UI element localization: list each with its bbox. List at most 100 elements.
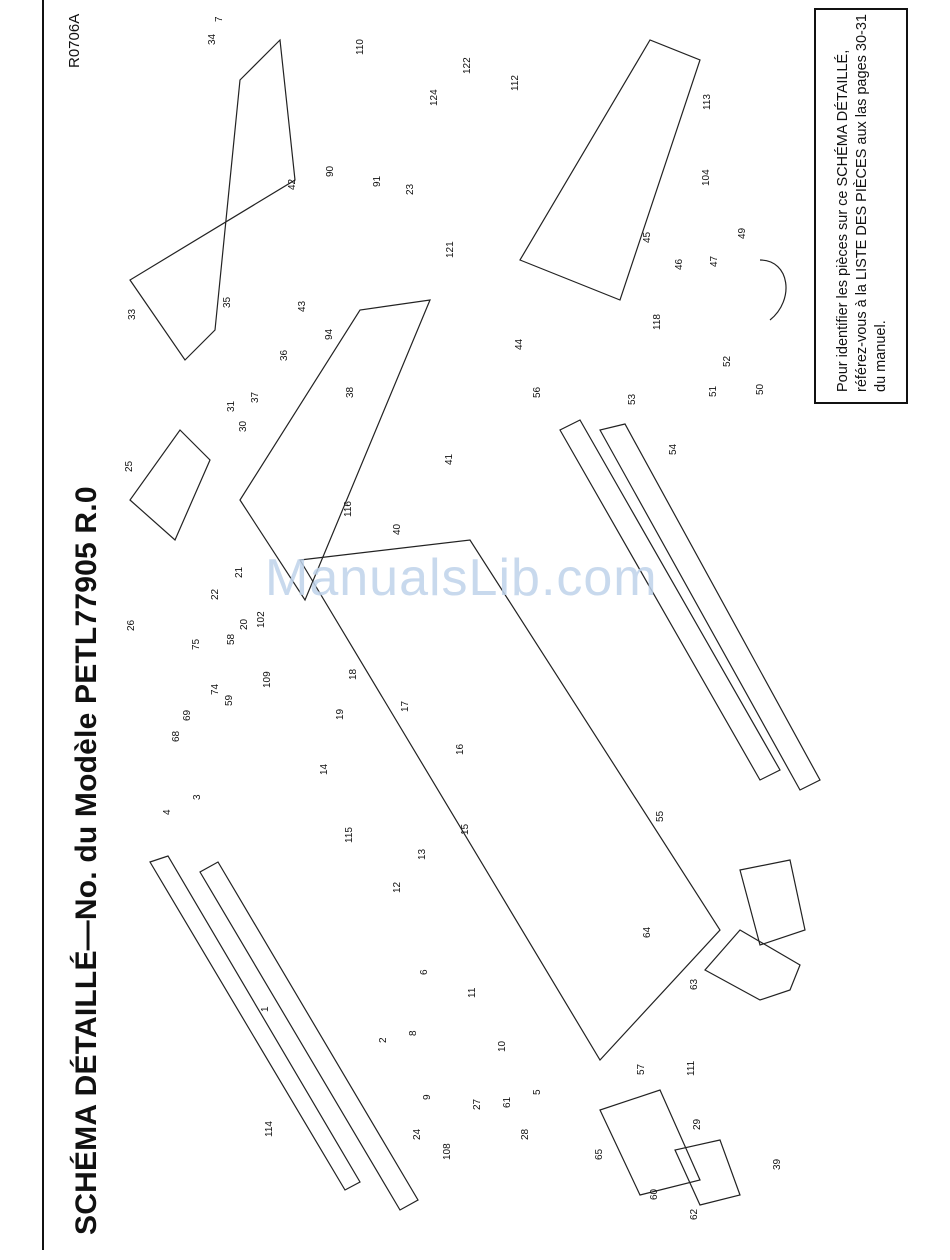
part-label-69: 69 — [182, 709, 193, 721]
part-label-61: 61 — [502, 1096, 513, 1108]
part-label-49: 49 — [737, 227, 748, 239]
part-label-34: 34 — [207, 33, 218, 45]
part-label-58: 58 — [226, 633, 237, 645]
part-label-118: 118 — [652, 314, 663, 330]
frame-upright — [239, 299, 431, 602]
part-label-64: 64 — [642, 926, 653, 938]
part-label-4: 4 — [162, 809, 173, 815]
part-label-26: 26 — [126, 619, 137, 631]
part-label-59: 59 — [224, 694, 235, 706]
part-label-75: 75 — [191, 638, 202, 650]
part-label-28: 28 — [520, 1128, 531, 1140]
part-label-113: 113 — [702, 94, 713, 110]
left-rail-shape — [149, 855, 361, 1191]
part-label-52: 52 — [722, 355, 733, 367]
part-label-57: 57 — [636, 1063, 647, 1075]
part-label-33: 33 — [127, 308, 138, 320]
part-label-104: 104 — [701, 169, 712, 186]
part-label-37: 37 — [250, 391, 261, 403]
part-label-21: 21 — [234, 566, 245, 578]
part-label-25: 25 — [124, 460, 135, 472]
part-label-23: 23 — [405, 183, 416, 195]
part-label-17: 17 — [400, 700, 411, 712]
part-label-46: 46 — [674, 258, 685, 270]
part-label-43: 43 — [297, 300, 308, 312]
part-label-50: 50 — [755, 383, 766, 395]
part-label-91: 91 — [372, 175, 383, 187]
motor-shape — [129, 429, 211, 541]
part-label-20: 20 — [239, 618, 250, 630]
part-label-9: 9 — [422, 1094, 433, 1100]
part-label-13: 13 — [417, 848, 428, 860]
part-label-30: 30 — [238, 420, 249, 432]
part-label-45: 45 — [642, 231, 653, 243]
part-label-108: 108 — [442, 1143, 453, 1160]
part-label-124: 124 — [429, 89, 440, 106]
part-label-15: 15 — [460, 823, 471, 835]
part-label-90: 90 — [325, 165, 336, 177]
part-label-114: 114 — [264, 1121, 275, 1137]
end-cap — [739, 859, 806, 946]
part-label-8: 8 — [408, 1030, 419, 1036]
part-label-3: 3 — [192, 794, 203, 800]
right-rail-shape — [559, 419, 781, 781]
note-box — [814, 8, 908, 404]
part-label-42: 42 — [287, 178, 298, 190]
part-label-36: 36 — [279, 349, 290, 361]
part-label-110: 110 — [355, 39, 366, 55]
part-label-39: 39 — [772, 1158, 783, 1170]
part-label-12: 12 — [392, 881, 403, 893]
left-rail-body — [199, 861, 419, 1211]
part-label-24: 24 — [412, 1128, 423, 1140]
part-label-7: 7 — [214, 16, 225, 22]
part-label-27: 27 — [472, 1098, 483, 1110]
part-label-53: 53 — [627, 393, 638, 405]
part-label-35: 35 — [222, 296, 233, 308]
part-label-56: 56 — [532, 386, 543, 398]
part-label-62: 62 — [689, 1208, 700, 1220]
cord — [759, 259, 787, 321]
part-label-5: 5 — [532, 1089, 543, 1095]
part-label-47: 47 — [709, 255, 720, 267]
part-label-68: 68 — [171, 730, 182, 742]
part-label-121: 121 — [445, 241, 456, 258]
part-label-112: 112 — [510, 75, 521, 91]
part-label-40: 40 — [392, 523, 403, 535]
part-label-116: 116 — [343, 501, 354, 517]
part-label-51: 51 — [708, 385, 719, 397]
part-label-29: 29 — [692, 1118, 703, 1130]
shroud — [674, 1139, 741, 1206]
part-label-55: 55 — [655, 810, 666, 822]
part-label-14: 14 — [319, 763, 330, 775]
watermark-text: ManualsLib.com — [265, 549, 658, 607]
part-label-54: 54 — [668, 443, 679, 455]
part-label-94: 94 — [324, 328, 335, 340]
part-label-6: 6 — [419, 969, 430, 975]
left-border-line — [42, 0, 44, 1250]
part-label-65: 65 — [594, 1148, 605, 1160]
part-label-41: 41 — [444, 453, 455, 465]
rear-cover — [704, 929, 801, 1001]
part-label-115: 115 — [344, 827, 355, 843]
part-label-19: 19 — [335, 708, 346, 720]
part-label-122: 122 — [462, 57, 473, 74]
part-label-31: 31 — [226, 400, 237, 412]
part-label-109: 109 — [262, 671, 273, 688]
part-label-63: 63 — [689, 978, 700, 990]
motor-hood — [129, 38, 296, 361]
front-cover — [599, 1089, 701, 1196]
deck-shape — [299, 539, 721, 1061]
part-label-16: 16 — [455, 743, 466, 755]
part-label-22: 22 — [210, 588, 221, 600]
part-label-1: 1 — [260, 1006, 271, 1012]
part-label-44: 44 — [514, 338, 525, 350]
right-rail-body — [599, 423, 821, 791]
part-label-11: 11 — [467, 987, 478, 998]
part-label-111: 111 — [686, 1060, 697, 1076]
part-label-18: 18 — [348, 668, 359, 680]
part-label-60: 60 — [649, 1188, 660, 1200]
part-label-74: 74 — [210, 683, 221, 695]
part-label-10: 10 — [497, 1040, 508, 1052]
